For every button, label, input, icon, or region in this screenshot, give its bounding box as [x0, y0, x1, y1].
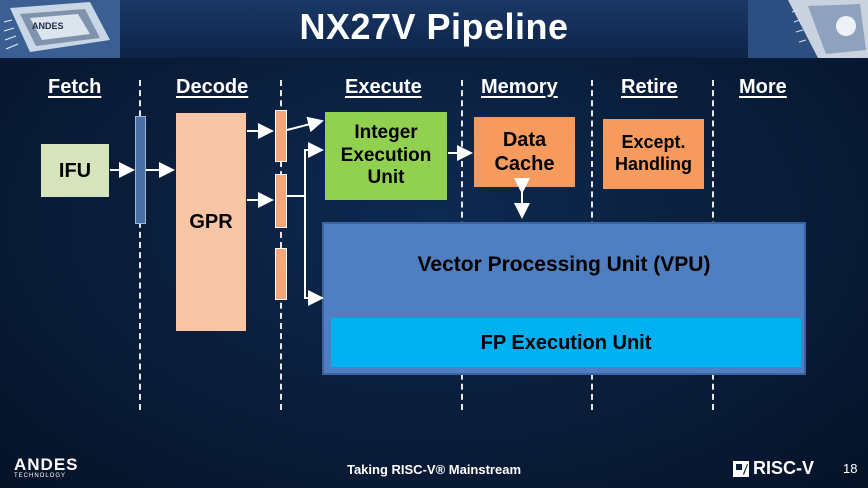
- except-label-line2: Handling: [615, 154, 692, 174]
- footer-tagline: Taking RISC-V® Mainstream: [346, 462, 522, 477]
- arrow: [287, 195, 324, 306]
- stage-decode: Decode: [176, 76, 249, 98]
- integer-execution-unit: Integer Execution Unit: [325, 112, 447, 200]
- andes-logo: ANDES TECHNOLOGY: [14, 455, 79, 479]
- data-cache-label-line1: Data: [502, 129, 547, 151]
- data-cache-block: Data Cache: [474, 117, 575, 187]
- riscv-logo-text: RISC-V: [753, 458, 815, 478]
- stage-memory: Memory: [481, 76, 558, 98]
- pipeline-latch: [275, 248, 287, 300]
- exception-handling-block: Except. Handling: [603, 119, 704, 189]
- fp-execution-unit: FP Execution Unit: [331, 318, 801, 367]
- stage-divider: [139, 80, 141, 410]
- ifu-label: IFU: [58, 159, 92, 182]
- riscv-logo: RISC-V: [733, 458, 814, 479]
- stage-more: More: [739, 76, 787, 98]
- data-cache-label-line2: Cache: [494, 153, 555, 175]
- except-label-line1: Except.: [621, 132, 686, 153]
- chip-illustration-left: ANDES: [0, 0, 120, 58]
- svg-text:ANDES: ANDES: [32, 21, 64, 31]
- chip-illustration-right: [748, 0, 868, 58]
- stage-execute: Execute: [345, 76, 422, 98]
- andes-logo-subtext: TECHNOLOGY: [14, 473, 67, 479]
- ifu-block: IFU: [41, 144, 109, 197]
- title-bar: ANDES NX27V Pipeline: [0, 0, 868, 60]
- stage-retire: Retire: [621, 76, 678, 98]
- stage-divider: [280, 80, 282, 410]
- arrow: [286, 116, 324, 133]
- gpr-block: GPR: [176, 113, 246, 331]
- page-number: 18: [843, 461, 858, 476]
- integer-label-line1: Integer: [354, 121, 418, 143]
- integer-label-line2: Execution: [340, 144, 432, 166]
- gpr-label: GPR: [189, 211, 233, 233]
- pipeline-latch: [275, 110, 287, 162]
- pipeline-latch: [135, 116, 146, 224]
- pipeline-latch: [275, 174, 287, 228]
- fp-label: FP Execution Unit: [480, 331, 652, 354]
- slide-title: NX27V Pipeline: [299, 6, 569, 47]
- vpu-label: Vector Processing Unit (VPU): [417, 253, 711, 276]
- riscv-icon: [733, 460, 749, 477]
- stage-fetch: Fetch: [48, 76, 102, 98]
- andes-logo-text: ANDES: [14, 455, 79, 474]
- arrow: [287, 142, 324, 197]
- integer-label-line3: Unit: [367, 167, 405, 189]
